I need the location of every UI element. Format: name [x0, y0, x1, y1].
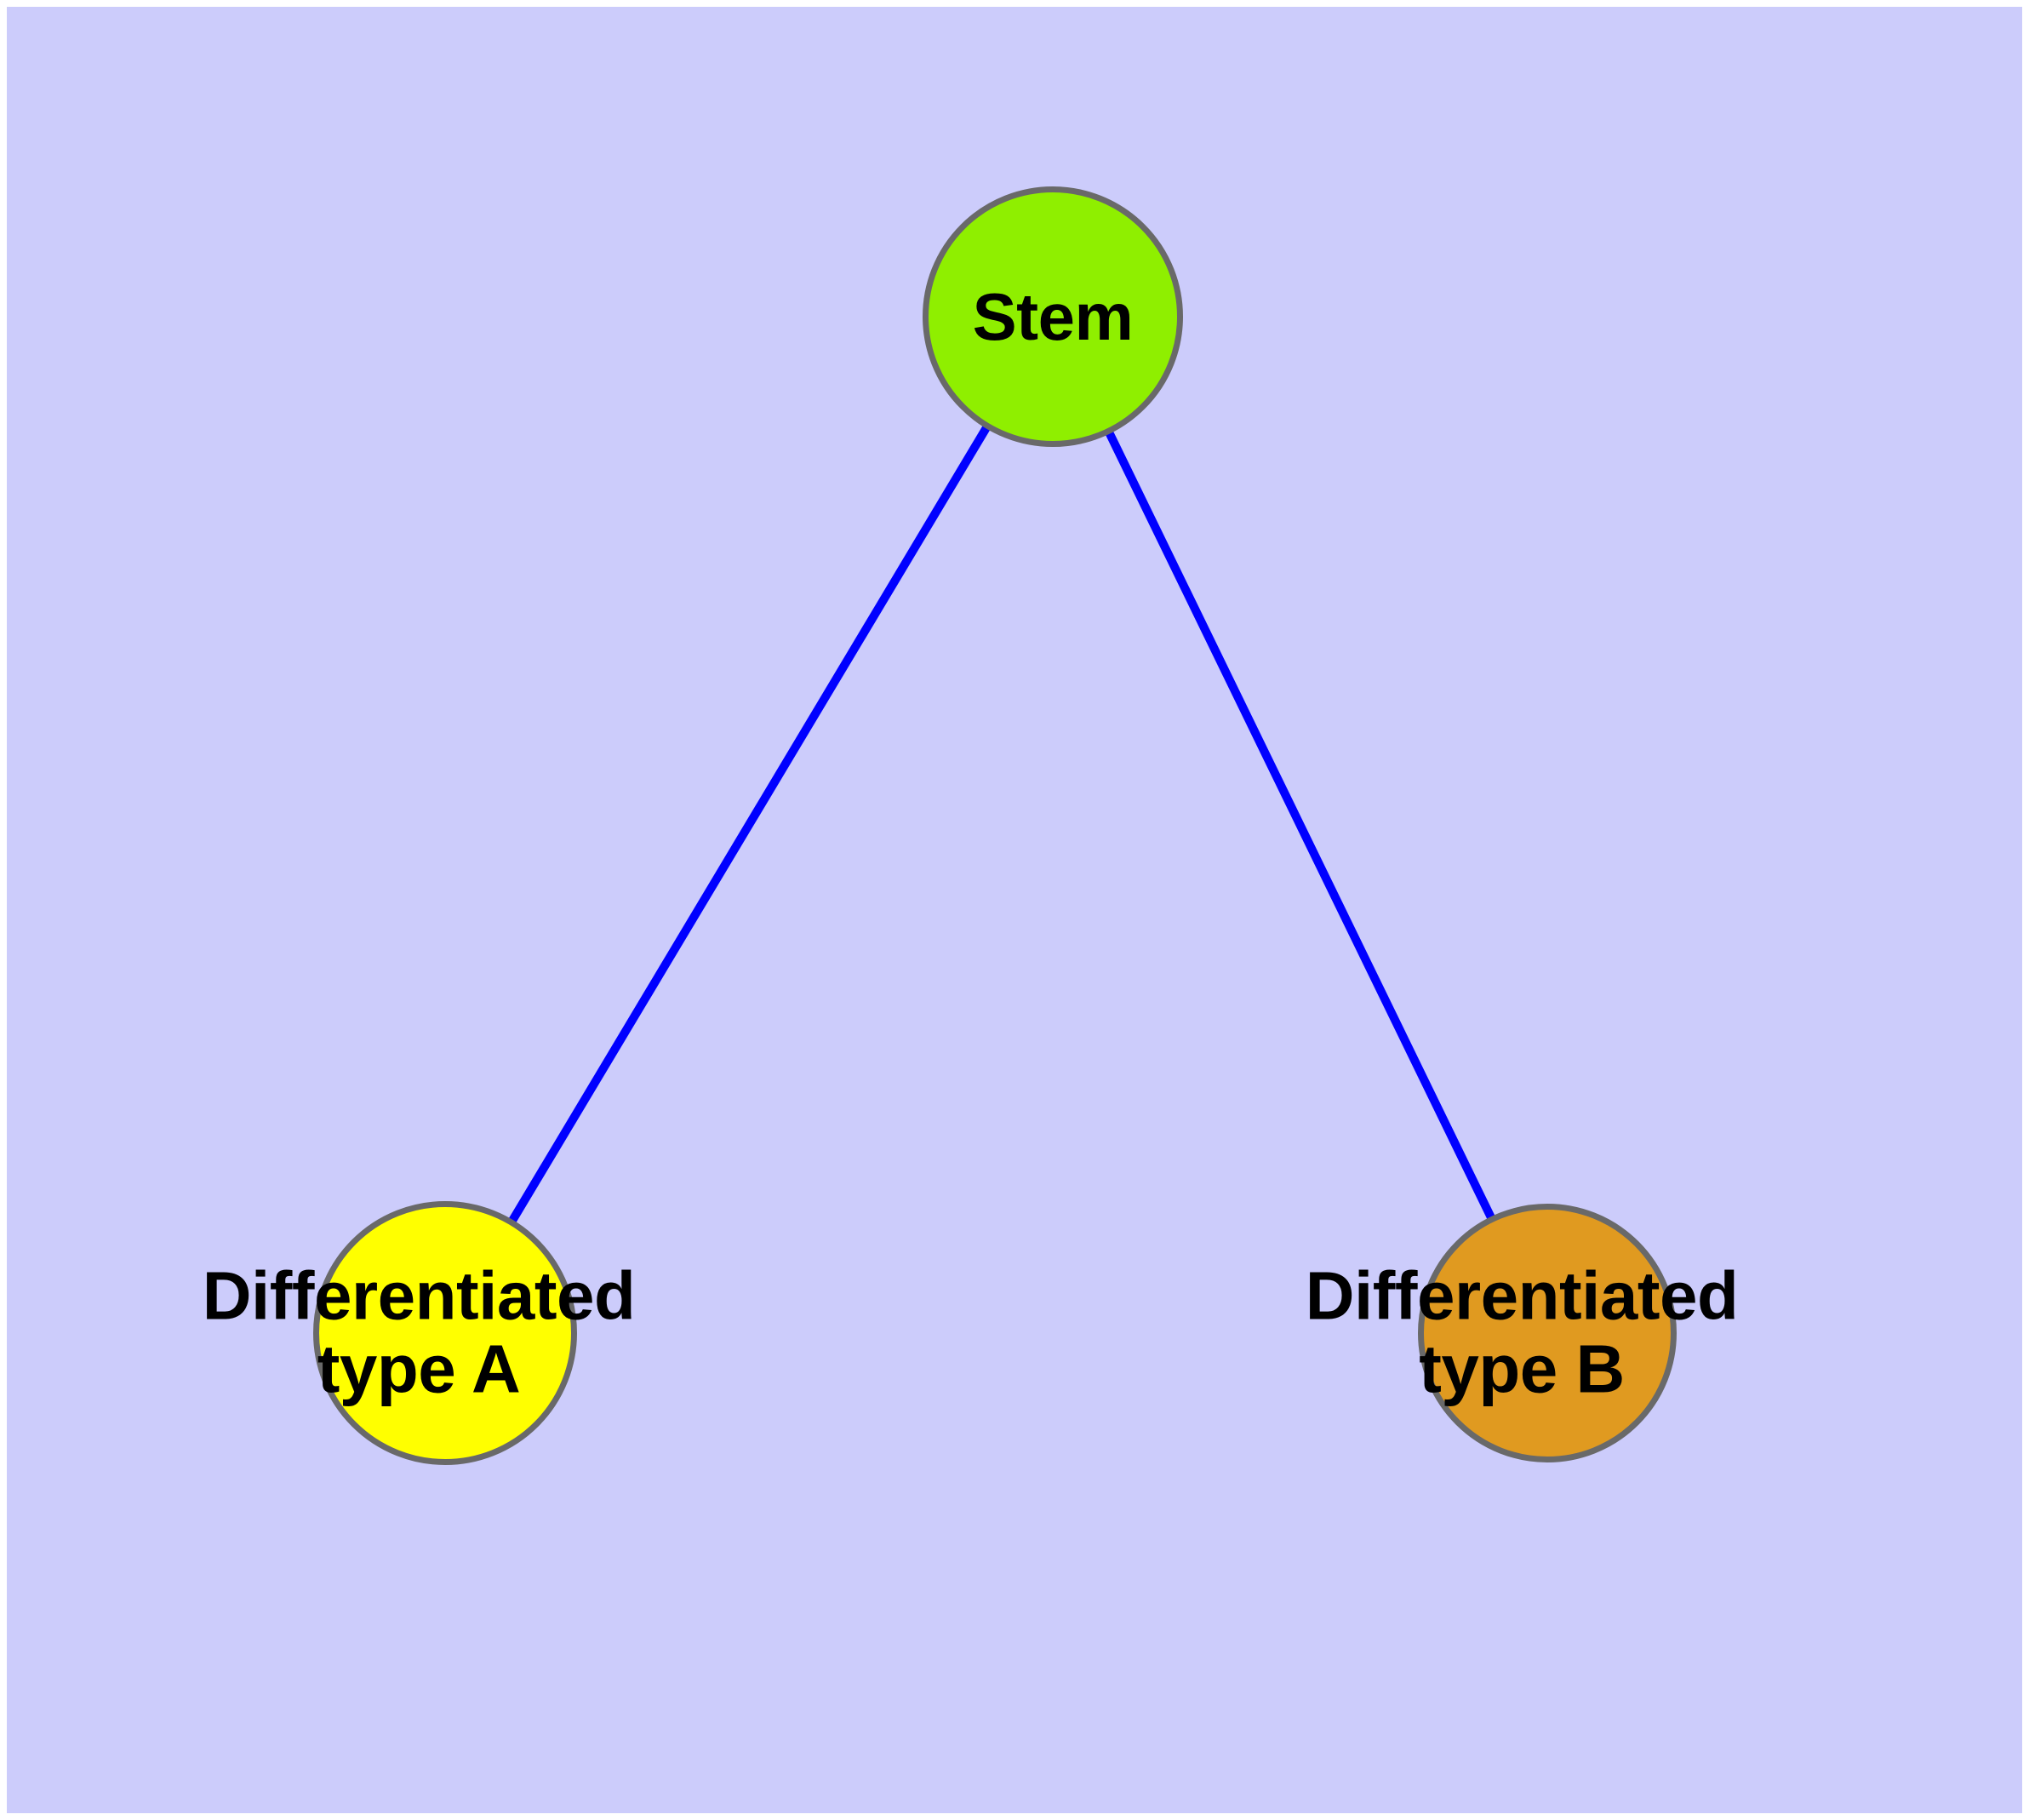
node-differentiated-type-a-circle[interactable]: [313, 1201, 577, 1465]
edge-stem-to-differentiated-type-b: [1105, 430, 1495, 1221]
edge-stem-to-differentiated-type-a: [508, 425, 991, 1224]
node-differentiated-type-b-circle[interactable]: [1418, 1204, 1677, 1462]
node-stem-circle[interactable]: [923, 186, 1183, 447]
